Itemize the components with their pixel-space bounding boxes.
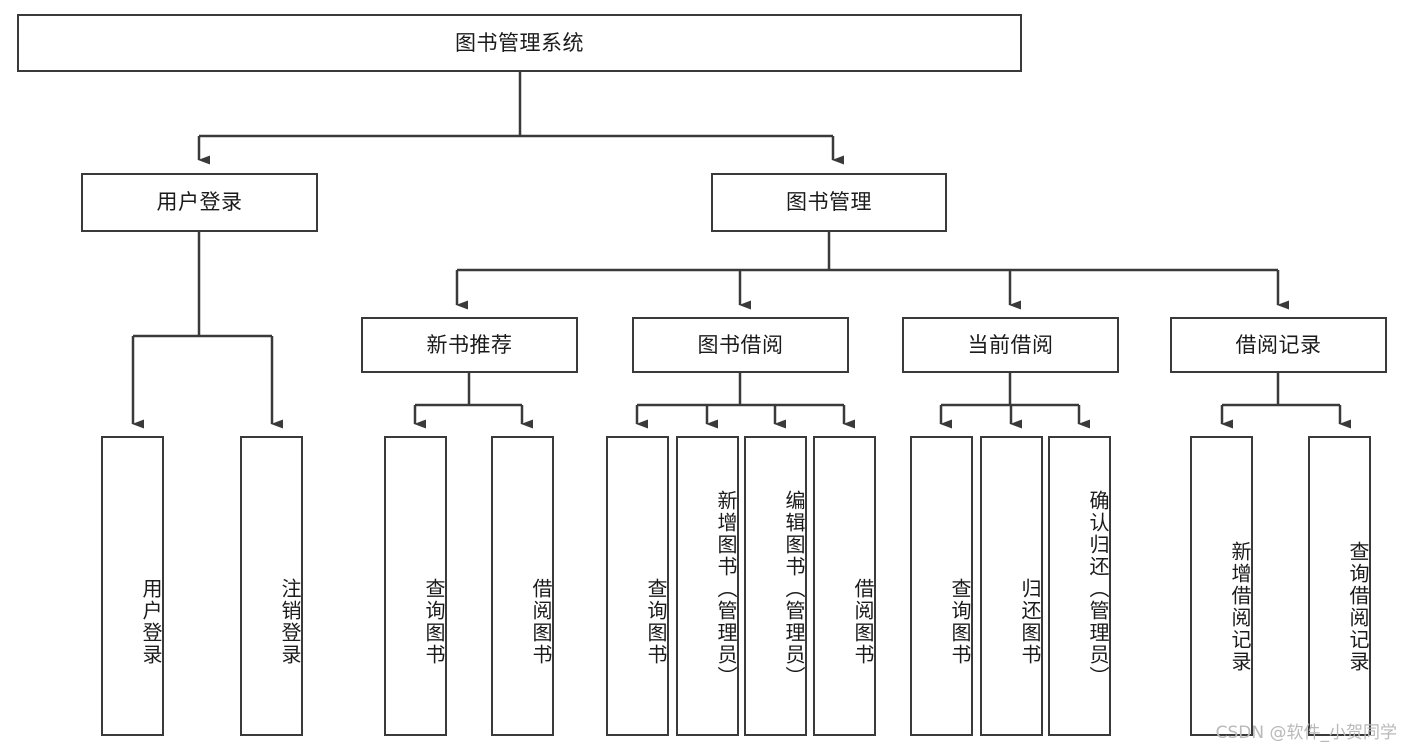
leaf-query-borrow-record-label: 查询借阅记录 — [1346, 541, 1370, 673]
node-current-borrow-label: 当前借阅 — [967, 332, 1054, 357]
leaf-confirm-return-admin[interactable]: 确认归还（管理员） — [1048, 436, 1111, 736]
node-root[interactable]: 图书管理系统 — [17, 14, 1022, 72]
leaf-query-book-recommend[interactable]: 查询图书 — [384, 436, 447, 736]
node-book-management[interactable]: 图书管理 — [711, 173, 947, 232]
node-book-management-label: 图书管理 — [786, 190, 872, 215]
leaf-borrow-book-label: 借阅图书 — [851, 578, 875, 666]
leaf-query-book-recommend-label: 查询图书 — [422, 578, 446, 666]
leaf-logout[interactable]: 注销登录 — [240, 436, 303, 736]
leaf-edit-book-admin-label: 编辑图书（管理员） — [782, 490, 806, 688]
node-user-login[interactable]: 用户登录 — [81, 173, 318, 232]
leaf-user-login-label: 用户登录 — [139, 578, 163, 666]
leaf-query-book-current-label: 查询图书 — [948, 578, 972, 666]
leaf-borrow-book[interactable]: 借阅图书 — [813, 436, 876, 736]
leaf-borrow-book-recommend[interactable]: 借阅图书 — [491, 436, 554, 736]
leaf-return-book[interactable]: 归还图书 — [980, 436, 1043, 736]
leaf-add-borrow-record-label: 新增借阅记录 — [1228, 541, 1252, 673]
node-borrow-record-label: 借阅记录 — [1235, 332, 1322, 357]
leaf-query-book-borrow[interactable]: 查询图书 — [606, 436, 669, 736]
leaf-return-book-label: 归还图书 — [1018, 578, 1042, 666]
leaf-borrow-book-recommend-label: 借阅图书 — [529, 578, 553, 666]
node-user-login-label: 用户登录 — [156, 190, 243, 215]
watermark: CSDN @软件_小贺同学 — [1215, 723, 1397, 743]
node-book-borrow-label: 图书借阅 — [697, 332, 784, 357]
leaf-add-borrow-record[interactable]: 新增借阅记录 — [1190, 436, 1253, 736]
leaf-user-login[interactable]: 用户登录 — [101, 436, 164, 736]
node-new-book-recommend[interactable]: 新书推荐 — [361, 317, 578, 373]
leaf-add-book-admin-label: 新增图书（管理员） — [714, 490, 738, 688]
leaf-logout-label: 注销登录 — [278, 578, 302, 666]
node-book-borrow[interactable]: 图书借阅 — [632, 317, 849, 373]
leaf-query-book-current[interactable]: 查询图书 — [910, 436, 973, 736]
leaf-edit-book-admin[interactable]: 编辑图书（管理员） — [744, 436, 807, 736]
node-new-book-recommend-label: 新书推荐 — [426, 332, 513, 357]
node-current-borrow[interactable]: 当前借阅 — [902, 317, 1119, 373]
leaf-confirm-return-admin-label: 确认归还（管理员） — [1086, 490, 1110, 688]
leaf-add-book-admin[interactable]: 新增图书（管理员） — [676, 436, 739, 736]
node-borrow-record[interactable]: 借阅记录 — [1170, 317, 1387, 373]
leaf-query-borrow-record[interactable]: 查询借阅记录 — [1308, 436, 1371, 736]
leaf-query-book-borrow-label: 查询图书 — [644, 578, 668, 666]
node-root-label: 图书管理系统 — [455, 30, 584, 55]
